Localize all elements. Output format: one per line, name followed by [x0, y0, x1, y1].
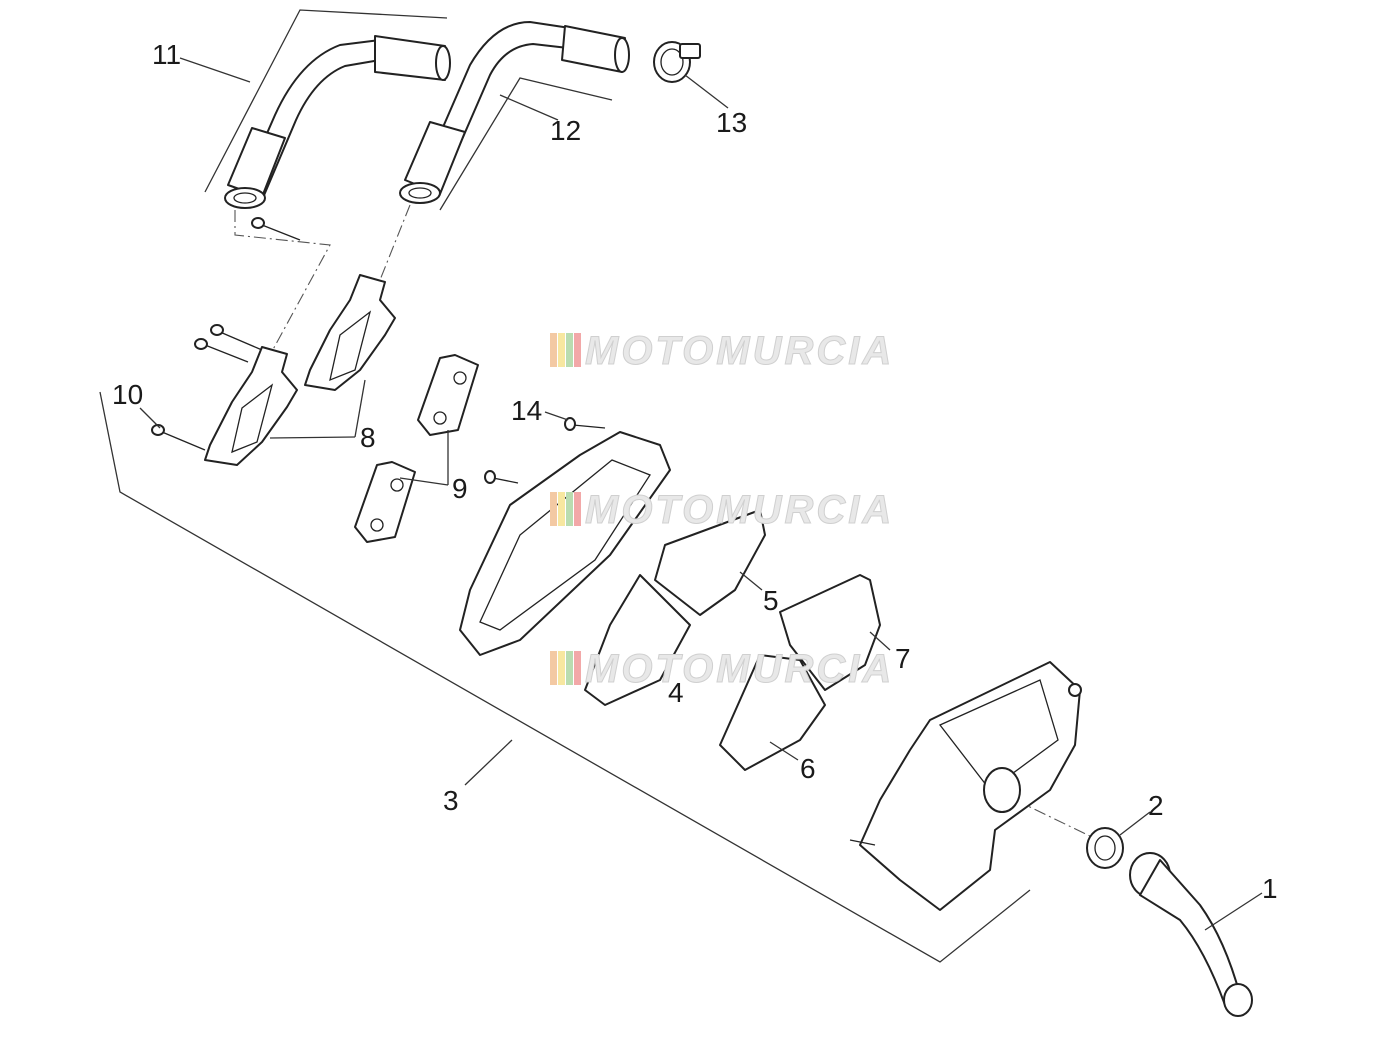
- watermark-1: MOTOMURCIA: [550, 329, 894, 374]
- clamp-2: [1086, 827, 1124, 869]
- watermark-3: MOTOMURCIA: [550, 647, 894, 692]
- callout-7: 7: [895, 643, 911, 674]
- leader-lines: [139, 57, 1263, 931]
- callout-8: 8: [360, 422, 376, 453]
- air-box-body: [849, 661, 1082, 911]
- screws-10: [151, 217, 301, 451]
- reed-pad-9-lower: [354, 461, 416, 543]
- hose-1: [1129, 852, 1253, 1017]
- watermark-text: MOTOMURCIA: [585, 647, 894, 691]
- group-frame-12: [439, 77, 613, 211]
- filter-element-6: [719, 654, 826, 771]
- callout-13: 13: [716, 107, 747, 138]
- filter-cover: [459, 431, 671, 656]
- callout-5: 5: [763, 585, 779, 616]
- callout-11: 11: [152, 39, 181, 70]
- gasket-4: [584, 574, 691, 706]
- callout-6: 6: [800, 753, 816, 784]
- watermark-text: MOTOMURCIA: [585, 488, 894, 532]
- filter-element-7: [779, 574, 881, 691]
- watermark-2: MOTOMURCIA: [550, 488, 894, 533]
- callout-12: 12: [550, 115, 581, 146]
- clamp-13: [653, 41, 701, 83]
- hose-11: [224, 35, 451, 209]
- callout-labels: 1 2 3 4 5 6 7 8 9 10 11 12 13 14: [112, 39, 1278, 904]
- reed-valve-8-lower: [204, 346, 298, 466]
- hose-12: [399, 21, 630, 204]
- screws-14: [484, 417, 606, 484]
- callout-10: 10: [112, 379, 143, 410]
- reed-valve-8-upper: [304, 274, 396, 391]
- reed-pad-9-upper: [417, 354, 479, 436]
- group-frame-11: [204, 9, 448, 193]
- group-frame-3: [99, 391, 1031, 963]
- callout-9: 9: [452, 473, 468, 504]
- callout-4: 4: [668, 677, 684, 708]
- callout-2: 2: [1148, 790, 1164, 821]
- watermark-text: MOTOMURCIA: [585, 329, 894, 373]
- callout-3: 3: [443, 785, 459, 816]
- gasket-5: [654, 509, 766, 616]
- assembly-lines: [234, 204, 1099, 841]
- callout-14: 14: [511, 395, 542, 426]
- callout-1: 1: [1262, 873, 1278, 904]
